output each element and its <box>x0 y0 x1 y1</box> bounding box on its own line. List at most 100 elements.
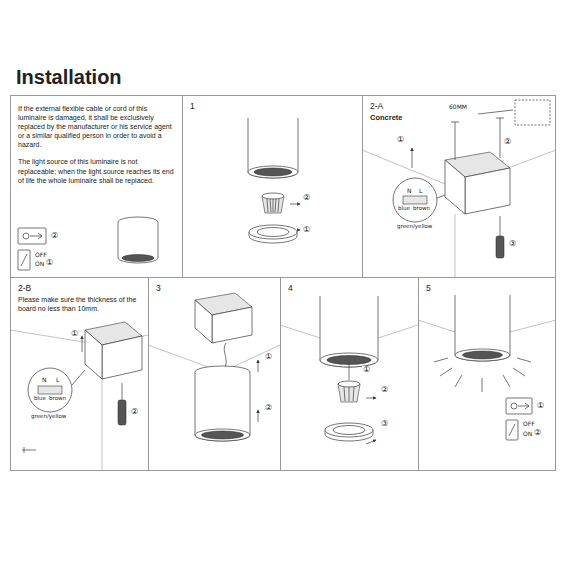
luminaire-body <box>195 429 250 441</box>
junction-box <box>451 118 504 160</box>
step-panel: 2-BPlease make sure the thickness of the… <box>10 277 149 471</box>
callout-number: ① <box>264 353 273 361</box>
junction-box <box>82 336 83 352</box>
luminaire-body <box>258 360 259 372</box>
junction-box <box>102 336 142 379</box>
step-panel: 5 <box>418 277 556 471</box>
step-number: 3 <box>156 283 273 294</box>
luminaire-icon <box>122 255 154 262</box>
callout-number: ② <box>503 138 512 146</box>
switch-icon <box>18 228 46 270</box>
light-rays <box>434 358 531 392</box>
callout-number: ② <box>50 232 59 240</box>
luminaire-body <box>202 431 244 439</box>
junction-box <box>393 178 437 222</box>
junction-box <box>437 195 445 198</box>
luminaire-body <box>455 295 510 361</box>
ceiling-corner <box>10 330 148 470</box>
junction-box <box>403 196 427 204</box>
luminaire-body <box>254 168 292 176</box>
junction-box <box>478 110 513 114</box>
switch-icon <box>509 424 515 436</box>
junction-box <box>195 300 212 343</box>
callout-number: ③ <box>508 240 517 248</box>
wire-color: blue <box>397 206 411 212</box>
step-panel: 4 <box>280 277 419 471</box>
switch-state: OFF <box>34 252 48 258</box>
luminaire-body <box>320 296 378 367</box>
terminal-label: L <box>55 377 60 383</box>
switch-icon <box>18 228 46 244</box>
ceiling-corner <box>362 150 556 277</box>
ceiling-corner <box>362 150 556 277</box>
terminal-label: N <box>41 377 48 383</box>
step-number: 2-B <box>18 283 141 294</box>
switch-state: ON <box>34 261 45 267</box>
luminaire-icon <box>118 217 158 263</box>
callout-number: ③ <box>380 420 389 428</box>
callout-number: ② <box>533 429 542 437</box>
switch-icon <box>21 254 27 266</box>
switch-icon <box>506 420 518 440</box>
light-module <box>344 387 354 401</box>
step-number: 4 <box>288 283 411 294</box>
luminaire-body <box>248 118 298 178</box>
callout-number: ② <box>264 404 273 412</box>
luminaire-body <box>463 351 503 359</box>
safety-note: The light source of this luminaire is no… <box>18 157 175 184</box>
luminaire-body <box>349 362 350 380</box>
luminaire-body <box>195 360 258 441</box>
wire-color: green/yellow <box>30 414 67 420</box>
light-module <box>366 398 376 399</box>
switch-icon <box>18 250 30 270</box>
step-panel: If the external flexible cable or cord o… <box>10 95 183 278</box>
junction-box <box>28 368 72 412</box>
light-module <box>267 199 279 212</box>
switch-state: ON <box>522 431 533 437</box>
light-module <box>262 193 284 199</box>
junction-box <box>212 307 252 343</box>
callout-number: ① <box>70 330 79 338</box>
callout-number: ① <box>45 259 54 267</box>
step-panel: 3 <box>148 277 281 471</box>
luminaire-icon <box>118 217 158 263</box>
step-panel: 2-AConcrete <box>362 95 556 278</box>
dimension: 60MM <box>448 104 468 110</box>
junction-box <box>118 400 126 425</box>
wire-color: blue <box>33 396 47 402</box>
junction-box <box>412 148 413 168</box>
luminaire-body <box>248 166 298 178</box>
bezel-ring <box>249 225 300 243</box>
luminaire-body <box>248 118 298 178</box>
light-module <box>338 381 360 387</box>
junction-box <box>465 168 510 214</box>
junction-box <box>22 447 36 453</box>
bezel-ring <box>325 423 376 444</box>
terminal-label: N <box>406 188 413 194</box>
callout-number: ① <box>362 366 371 374</box>
switch-icon <box>518 403 529 409</box>
step-number: 1 <box>190 101 355 112</box>
step-panel: 1 <box>182 95 363 278</box>
junction-box <box>445 160 465 214</box>
switch-state: OFF <box>522 421 536 427</box>
step-subtitle: Concrete <box>370 113 548 123</box>
terminal-label: L <box>418 188 423 194</box>
callout-number: ① <box>396 136 405 144</box>
safety-note: If the external flexible cable or cord o… <box>18 104 175 149</box>
ceiling-corner <box>10 330 148 470</box>
junction-box <box>500 216 501 236</box>
light-module <box>262 193 300 213</box>
luminaire-body <box>455 349 510 361</box>
wire-color: green/yellow <box>396 224 433 230</box>
junction-box <box>122 383 123 400</box>
bezel-ring <box>325 423 373 437</box>
junction-box <box>85 330 102 379</box>
callout-number: ① <box>302 226 311 234</box>
wire-color: brown <box>412 206 431 212</box>
luminaire-body <box>320 296 378 380</box>
switch-icon <box>30 233 42 239</box>
callout-number: ② <box>130 408 139 416</box>
bezel-ring <box>249 225 297 239</box>
